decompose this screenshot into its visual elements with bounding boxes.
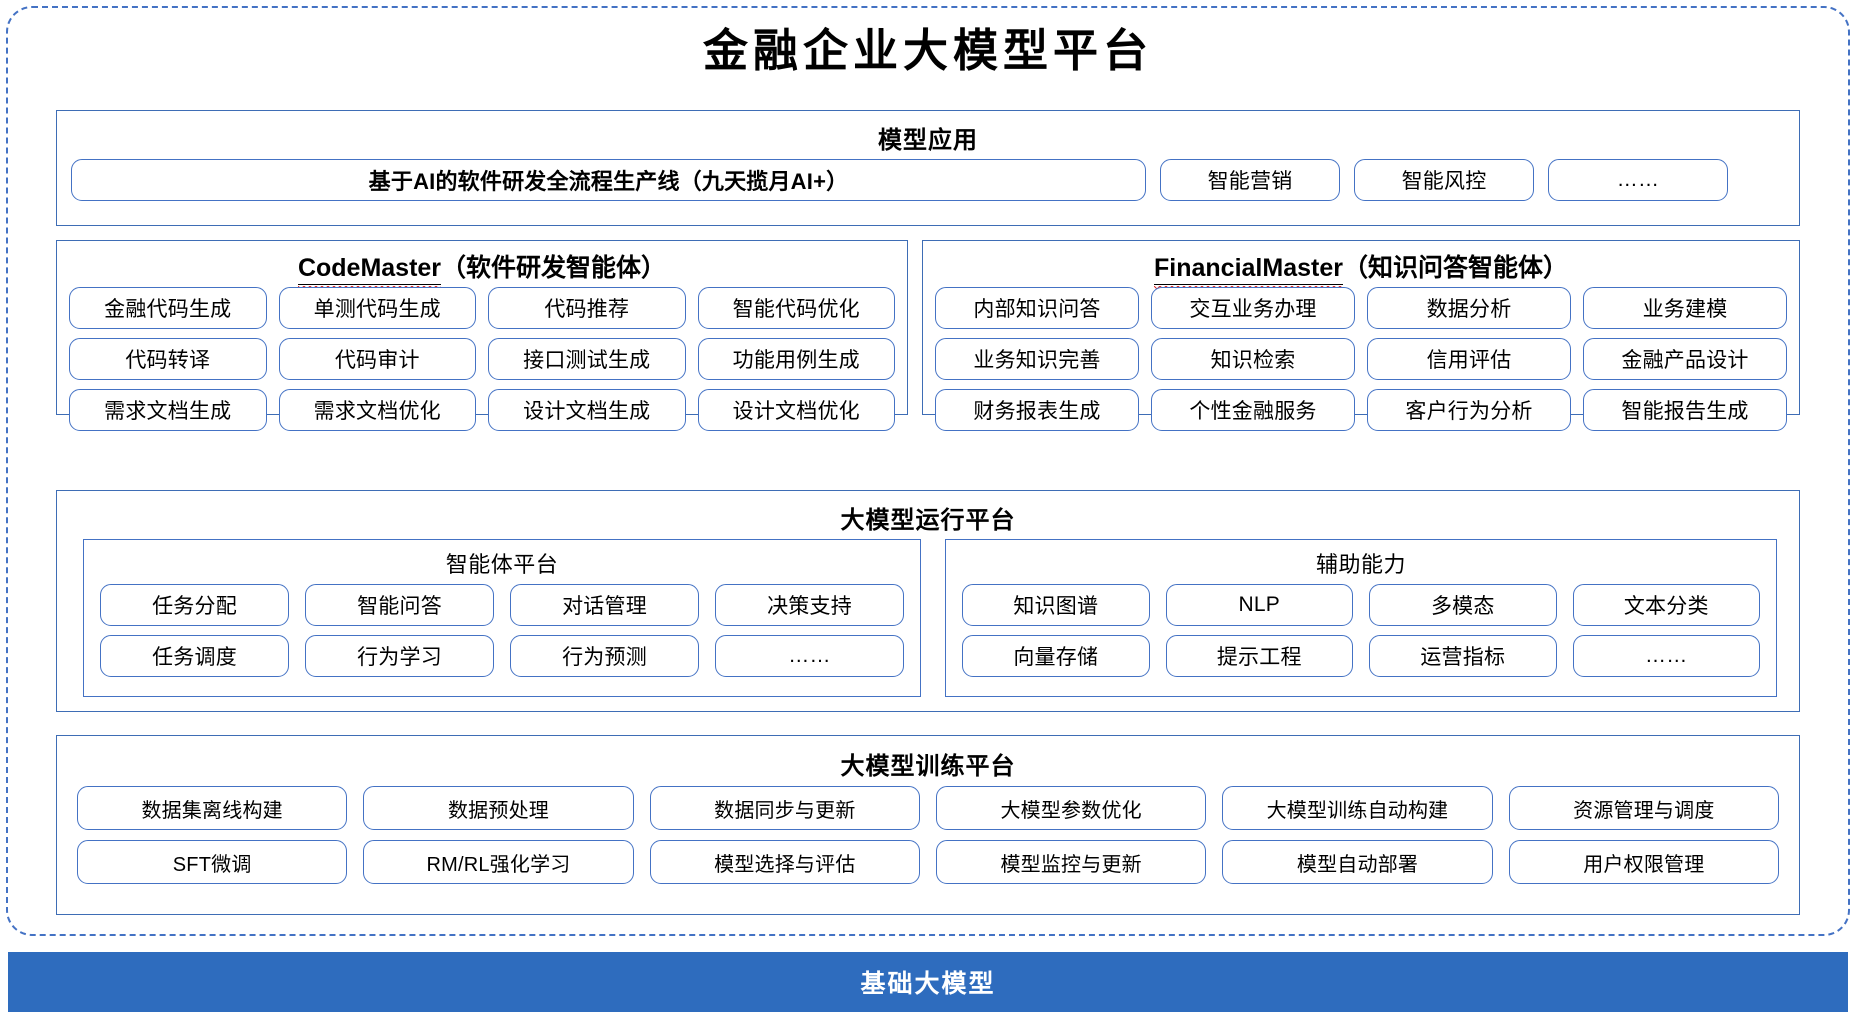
app-item-risk-control[interactable]: 智能风控	[1354, 159, 1534, 201]
auxiliary-item[interactable]: 提示工程	[1165, 635, 1353, 677]
training-item[interactable]: 大模型训练自动构建	[1222, 786, 1493, 830]
agent-platform-item[interactable]: 智能问答	[305, 584, 494, 626]
section-title-training-platform: 大模型训练平台	[840, 753, 1016, 780]
financialmaster-item[interactable]: 财务报表生成	[935, 389, 1139, 431]
auxiliary-item[interactable]: ……	[1572, 635, 1760, 677]
base-model-bar: 基础大模型	[8, 952, 1848, 1012]
agent-platform-item[interactable]: 任务调度	[100, 635, 289, 677]
financialmaster-item[interactable]: 内部知识问答	[935, 287, 1139, 329]
codemaster-item[interactable]: 需求文档生成	[69, 389, 267, 431]
training-item[interactable]: 用户权限管理	[1508, 840, 1779, 884]
training-item[interactable]: 资源管理与调度	[1508, 786, 1779, 830]
section-model-application: 模型应用 基于AI的软件研发全流程生产线（九天揽月AI+） 智能营销 智能风控 …	[56, 110, 1800, 226]
agent-platform-item[interactable]: 行为预测	[510, 635, 699, 677]
agent-platform-item[interactable]: 对话管理	[510, 584, 699, 626]
auxiliary-item[interactable]: 知识图谱	[962, 584, 1150, 626]
financialmaster-item[interactable]: 个性金融服务	[1151, 389, 1355, 431]
codemaster-item[interactable]: 功能用例生成	[697, 338, 895, 380]
codemaster-item[interactable]: 代码转译	[69, 338, 267, 380]
training-item[interactable]: 大模型参数优化	[936, 786, 1207, 830]
agent-name-financialmaster: FinancialMaster	[1154, 254, 1343, 285]
codemaster-item[interactable]: 代码推荐	[488, 287, 686, 329]
codemaster-item[interactable]: 单测代码生成	[278, 287, 476, 329]
subsection-title-auxiliary-capability: 辅助能力	[1315, 552, 1406, 577]
codemaster-item[interactable]: 接口测试生成	[488, 338, 686, 380]
agent-platform-item[interactable]: ……	[715, 635, 904, 677]
training-item[interactable]: 模型选择与评估	[649, 840, 920, 884]
financialmaster-item[interactable]: 知识检索	[1151, 338, 1355, 380]
financialmaster-item[interactable]: 业务知识完善	[935, 338, 1139, 380]
page-title: 金融企业大模型平台	[702, 24, 1153, 77]
subsection-title-agent-platform: 智能体平台	[445, 552, 559, 577]
agent-platform-item[interactable]: 任务分配	[100, 584, 289, 626]
financialmaster-item[interactable]: 信用评估	[1367, 338, 1571, 380]
section-training-platform: 大模型训练平台 数据集离线构建 数据预处理 数据同步与更新 大模型参数优化 大模…	[56, 735, 1800, 915]
codemaster-item[interactable]: 设计文档生成	[488, 389, 686, 431]
section-agent-financialmaster: FinancialMaster（知识问答智能体） 内部知识问答 交互业务办理 数…	[922, 240, 1800, 431]
agent-suffix-codemaster: （软件研发智能体）	[441, 254, 667, 282]
financialmaster-capability-grid: 内部知识问答 交互业务办理 数据分析 业务建模 业务知识完善 知识检索 信用评估…	[935, 287, 1787, 431]
section-title-runtime-platform: 大模型运行平台	[840, 507, 1016, 534]
financialmaster-item[interactable]: 交互业务办理	[1151, 287, 1355, 329]
financialmaster-item[interactable]: 客户行为分析	[1367, 389, 1571, 431]
outer-dashed-frame	[6, 6, 1850, 936]
section-agent-codemaster: CodeMaster（软件研发智能体） 金融代码生成 单测代码生成 代码推荐 智…	[56, 240, 908, 431]
training-item[interactable]: RM/RL强化学习	[363, 840, 634, 884]
auxiliary-item[interactable]: 文本分类	[1572, 584, 1760, 626]
section-runtime-platform: 大模型运行平台 智能体平台 任务分配 智能问答 对话管理 决策支持 任务调度 行…	[56, 490, 1800, 712]
training-item[interactable]: 模型自动部署	[1222, 840, 1493, 884]
agent-platform-item[interactable]: 决策支持	[715, 584, 904, 626]
training-item[interactable]: 数据集离线构建	[77, 786, 348, 830]
section-title-model-application: 模型应用	[878, 127, 978, 154]
subsection-auxiliary-capability: 辅助能力 知识图谱 NLP 多模态 文本分类 向量存储 提示工程 运营指标 ……	[945, 539, 1777, 697]
training-platform-grid: 数据集离线构建 数据预处理 数据同步与更新 大模型参数优化 大模型训练自动构建 …	[77, 786, 1779, 884]
subsection-agent-platform: 智能体平台 任务分配 智能问答 对话管理 决策支持 任务调度 行为学习 行为预测…	[83, 539, 921, 697]
agent-suffix-financialmaster: （知识问答智能体）	[1342, 254, 1568, 282]
agent-title-financialmaster: FinancialMaster（知识问答智能体）	[923, 248, 1799, 285]
auxiliary-capability-grid: 知识图谱 NLP 多模态 文本分类 向量存储 提示工程 运营指标 ……	[962, 584, 1760, 677]
training-item[interactable]: 数据预处理	[363, 786, 634, 830]
app-item-marketing[interactable]: 智能营销	[1160, 159, 1340, 201]
auxiliary-item[interactable]: 运营指标	[1369, 635, 1557, 677]
codemaster-item[interactable]: 金融代码生成	[69, 287, 267, 329]
training-item[interactable]: 数据同步与更新	[649, 786, 920, 830]
codemaster-item[interactable]: 代码审计	[278, 338, 476, 380]
app-item-more[interactable]: ……	[1548, 159, 1728, 201]
financialmaster-item[interactable]: 数据分析	[1367, 287, 1571, 329]
agent-name-codemaster: CodeMaster	[297, 254, 442, 285]
financialmaster-item[interactable]: 智能报告生成	[1583, 389, 1787, 431]
auxiliary-item[interactable]: 向量存储	[962, 635, 1150, 677]
training-item[interactable]: SFT微调	[77, 840, 348, 884]
auxiliary-item[interactable]: NLP	[1165, 584, 1353, 626]
codemaster-item[interactable]: 设计文档优化	[697, 389, 895, 431]
model-application-row: 基于AI的软件研发全流程生产线（九天揽月AI+） 智能营销 智能风控 ……	[71, 159, 1787, 201]
app-flagship-pill[interactable]: 基于AI的软件研发全流程生产线（九天揽月AI+）	[71, 159, 1146, 201]
base-model-label: 基础大模型	[860, 970, 996, 998]
agent-title-codemaster: CodeMaster（软件研发智能体）	[57, 248, 907, 285]
codemaster-item[interactable]: 智能代码优化	[697, 287, 895, 329]
auxiliary-item[interactable]: 多模态	[1369, 584, 1557, 626]
agent-platform-item[interactable]: 行为学习	[305, 635, 494, 677]
agent-platform-grid: 任务分配 智能问答 对话管理 决策支持 任务调度 行为学习 行为预测 ……	[100, 584, 904, 677]
training-item[interactable]: 模型监控与更新	[936, 840, 1207, 884]
codemaster-capability-grid: 金融代码生成 单测代码生成 代码推荐 智能代码优化 代码转译 代码审计 接口测试…	[69, 287, 895, 431]
financialmaster-item[interactable]: 金融产品设计	[1583, 338, 1787, 380]
financialmaster-item[interactable]: 业务建模	[1583, 287, 1787, 329]
codemaster-item[interactable]: 需求文档优化	[278, 389, 476, 431]
